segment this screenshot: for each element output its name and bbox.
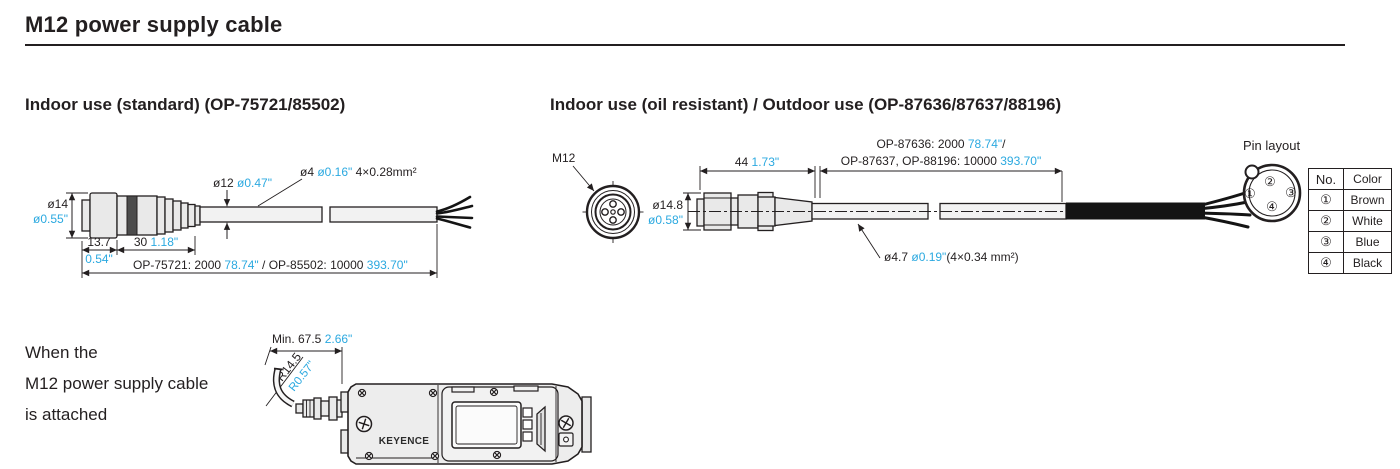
top-slot [451,386,475,393]
svg-text:ø14: ø14 [47,197,68,211]
dim-min-675: Min. 67.5 2.66" [264,332,352,384]
label-dia4: ø4 ø0.16" 4×0.28mm² [257,165,417,207]
right-cable-diagram: M12 ø14.8 ø0.58" [552,137,1252,264]
svg-text:ø4.7 ø0.19"(4×0.34 mm²): ø4.7 ø0.19"(4×0.34 mm²) [884,250,1019,264]
col-header-no: No. [1308,168,1344,190]
screw-right [558,415,574,431]
black-jacket [1066,202,1205,220]
svg-text:ø12 ø0.47": ø12 ø0.47" [213,176,272,190]
screw-left [355,415,373,433]
svg-text:ø4 ø0.16" 4×0.28mm²: ø4 ø0.16" 4×0.28mm² [300,165,417,179]
caption-line: M12 power supply cable [25,374,209,393]
pin-color-table: No. Color ① Brown ② White ③ Blue ④ Black [1308,168,1392,274]
svg-text:30 1.18": 30 1.18" [134,235,178,249]
label-dia47: ø4.7 ø0.19"(4×0.34 mm²) [857,223,1019,264]
keyway-notch [1244,164,1260,180]
brand-logo: KEYENCE [379,436,429,447]
m12-face-view: M12 [552,151,644,243]
m12-label: M12 [552,151,576,165]
pin-layout-title: Pin layout [1243,138,1301,153]
strain-relief-boot [156,196,201,235]
dim-overall-length: OP-75721: 2000 78.74" / OP-85502: 10000 … [82,224,438,278]
cable-run [199,195,474,229]
svg-text:OP-87637, OP-88196: 10000 393.: OP-87637, OP-88196: 10000 393.70" [841,154,1041,168]
svg-text:Min. 67.5 2.66": Min. 67.5 2.66" [272,332,352,346]
face-pins [601,200,625,224]
table-row: ④ Black [1308,252,1392,274]
svg-text:ø14.8: ø14.8 [652,198,683,212]
table-row: ③ Blue [1308,231,1392,253]
connector-dark-band [126,195,138,236]
page-title: M12 power supply cable [25,12,283,37]
dim-length-right: OP-87636: 2000 78.74"/ OP-87637, OP-8819… [819,137,1063,202]
title-underline [25,44,1345,46]
pin-layout-face: ① ② ③ ④ [1242,163,1302,223]
heading-oil-outdoor: Indoor use (oil resistant) / Outdoor use… [550,95,1062,114]
m12-connector-side-view [81,192,201,239]
dim-dia12: ø12 ø0.47" [213,176,272,239]
pin-1: ① [1244,186,1256,201]
pin-4: ④ [1266,199,1278,214]
caption-line: is attached [25,405,108,424]
mount-tab-right [581,396,592,453]
attached-caption: When the M12 power supply cable is attac… [25,337,208,430]
wire-ends [435,195,474,229]
amplifier-unit: KEYENCE [340,383,592,465]
table-row: ② White [1308,210,1392,232]
svg-text:ø0.58": ø0.58" [648,213,683,227]
svg-text:44 1.73": 44 1.73" [735,155,779,169]
col-header-color: Color [1343,168,1392,190]
display-screen [451,401,522,449]
attached-plug [295,396,343,421]
bent-cable [272,367,295,408]
svg-text:ø0.55": ø0.55" [33,212,68,226]
table-header-row: No. Color [1308,168,1392,190]
svg-text:13.7: 13.7 [87,235,111,249]
svg-text:OP-75721: 2000 78.74" / OP-855: OP-75721: 2000 78.74" / OP-85502: 10000 … [133,258,408,272]
heading-indoor-standard: Indoor use (standard) (OP-75721/85502) [25,95,346,114]
setting-buttons [522,407,533,442]
dim-dia148: ø14.8 ø0.58" [648,192,701,231]
dim-13-7-and-30: 13.7 0.54" 30 1.18" [81,235,196,278]
top-slot [513,385,539,392]
dim-44: 44 1.73" [699,155,816,198]
pin-2: ② [1264,174,1276,189]
corner-screws [357,387,502,461]
amplifier-attached-diagram: Min. 67.5 2.66" R14.5 R0.57" [264,332,592,465]
left-cable-diagram: ø14 ø0.55" ø12 ø0.47" ø4 ø0.16" 4×0.28mm… [33,165,474,278]
dim-dia14: ø14 ø0.55" [33,192,88,239]
table-row: ① Brown [1308,189,1392,211]
pin-3: ③ [1285,185,1297,200]
caption-line: When the [25,343,98,362]
svg-text:0.54": 0.54" [85,252,113,266]
svg-text:OP-87636: 2000 78.74"/: OP-87636: 2000 78.74"/ [876,137,1006,151]
